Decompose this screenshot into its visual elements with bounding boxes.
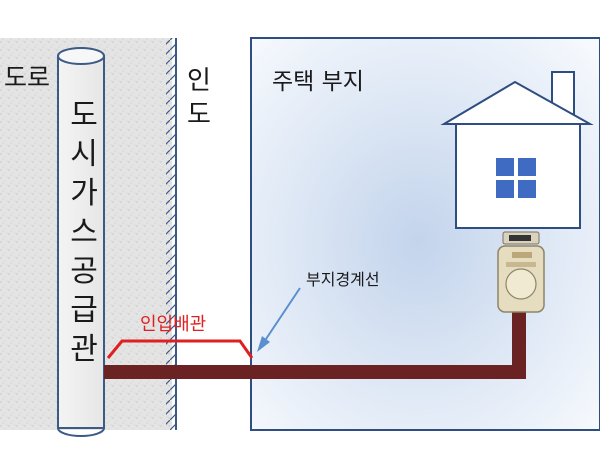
service-pipe-label: 인입배관: [140, 314, 207, 335]
house-icon: [440, 71, 594, 229]
property-label: 주택 부지: [272, 69, 364, 95]
boundary-arrow-icon: [257, 287, 301, 352]
sidewalk-label: 인도: [187, 66, 211, 130]
sidewalk-area: [176, 38, 250, 430]
gas-meter-icon: [497, 231, 545, 313]
service-pipe: [104, 312, 526, 379]
service-pipe-bracket: [106, 339, 254, 359]
city-gas-main-label: 도시가스공급관: [70, 98, 98, 367]
city-gas-main-pipe: [57, 47, 105, 437]
curb-hatch: [166, 38, 176, 430]
road-label: 도로: [4, 63, 51, 92]
property-boundary-label: 부지경계선: [306, 270, 380, 289]
